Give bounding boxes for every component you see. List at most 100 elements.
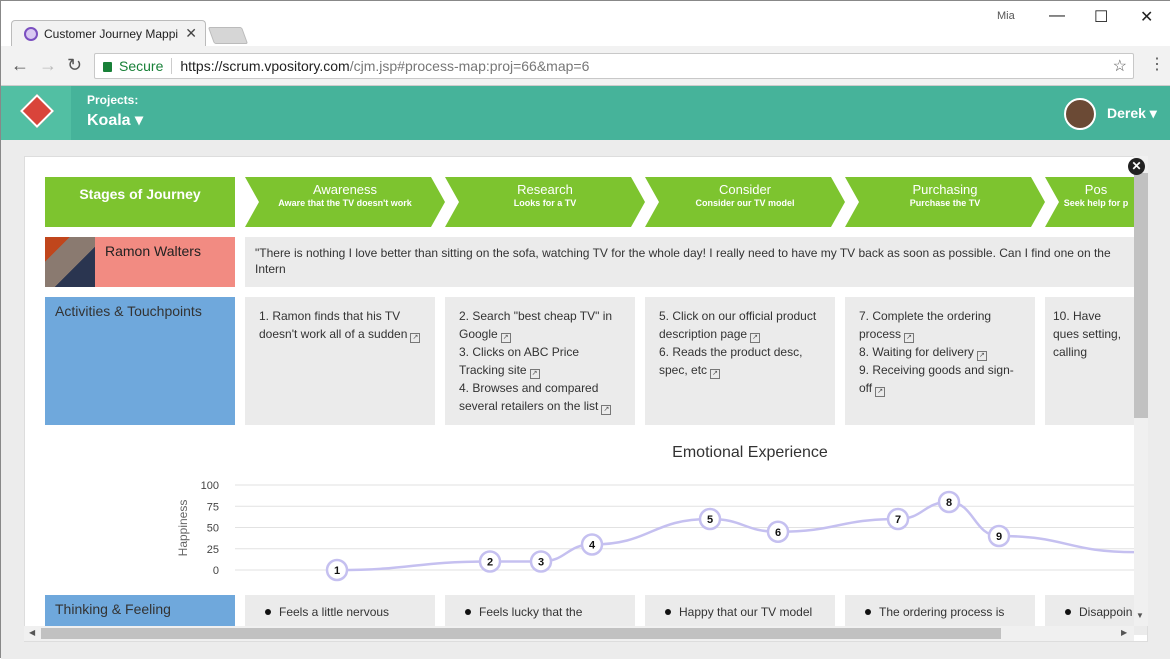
activity-item[interactable]: 6. Reads the product desc, spec, etc↗ (659, 345, 803, 379)
stage-name: Research (517, 182, 573, 197)
reload-icon[interactable]: ↻ (67, 55, 83, 75)
y-tick-label: 50 (207, 523, 219, 535)
emotion-point[interactable] (580, 533, 604, 556)
y-axis-label: Happiness (176, 500, 190, 557)
bullet-icon (1065, 609, 1071, 615)
point-label: 9 (996, 531, 1002, 543)
logo-icon (20, 94, 54, 128)
point-label: 5 (707, 514, 713, 526)
scroll-down-icon[interactable]: ▼ (1136, 611, 1144, 620)
activity-item[interactable]: 3. Clicks on ABC Price Tracking site↗ (459, 345, 580, 379)
stage-name: Consider (718, 182, 772, 197)
touchpoint-icon[interactable]: ↗ (529, 369, 540, 379)
touchpoint-icon[interactable]: ↗ (875, 387, 886, 397)
persona-name: Ramon Walters (95, 237, 235, 287)
minimize-icon[interactable]: — (1049, 7, 1065, 24)
touchpoint-icon[interactable]: ↗ (710, 369, 721, 379)
touchpoint-icon[interactable]: ↗ (976, 351, 987, 361)
touchpoint-icon[interactable]: ↗ (500, 333, 511, 343)
maximize-icon[interactable]: ☐ (1094, 9, 1109, 26)
bullet-icon (865, 609, 871, 615)
close-panel-icon[interactable]: ✕ (1128, 158, 1145, 175)
emotion-point[interactable] (698, 507, 722, 531)
emotion-line (336, 500, 1136, 572)
bullet-icon (465, 609, 471, 615)
url-host: https://scrum.vpository.com (180, 58, 350, 74)
activity-item[interactable]: 8. Waiting for delivery↗ (859, 343, 1021, 361)
emotion-chart: Emotional ExperienceHappiness02550751001… (176, 444, 1136, 582)
emotion-point[interactable] (529, 550, 553, 573)
activity-item[interactable]: 9. Receiving goods and sign-off↗ (859, 363, 1014, 397)
stages-label: Stages of Journey (45, 177, 235, 227)
stage-name: Awareness (312, 182, 378, 197)
point-label: 1 (334, 565, 340, 577)
user-menu[interactable]: Derek ▾ (1107, 105, 1157, 121)
emotion-point[interactable] (766, 520, 790, 543)
app-header: Projects: Koala ▾ Derek ▾ (1, 86, 1170, 140)
activities-label: Activities & Touchpoints (45, 297, 235, 425)
window-titlebar: Customer Journey Mappi ✕ Mia — ☐ ✕ (1, 1, 1170, 47)
emotion-point[interactable] (886, 507, 910, 531)
stage-desc: Looks for a TV (513, 198, 577, 208)
point-label: 2 (487, 557, 493, 569)
address-bar[interactable]: Secure https://scrum.vpository.com/cjm.js… (94, 53, 1134, 79)
stage-name: Purchasing (912, 182, 978, 197)
bookmark-star-icon[interactable]: ☆ (1112, 58, 1127, 75)
scroll-right-icon[interactable]: ▶ (1121, 628, 1128, 637)
new-tab-button[interactable] (207, 27, 249, 44)
activity-item[interactable]: 2. Search "best cheap TV" in Google↗ (459, 309, 613, 343)
browser-user[interactable]: Mia (997, 10, 1015, 22)
activity-item[interactable]: 4. Browses and compared several retailer… (459, 379, 621, 415)
activity-item[interactable]: 5. Click on our official product descrip… (659, 309, 817, 343)
logo-area[interactable] (1, 86, 71, 140)
horizontal-scroll-thumb[interactable] (41, 628, 1001, 639)
forward-icon[interactable]: → (39, 55, 57, 75)
point-label: 7 (895, 514, 901, 526)
stage-desc: Aware that the TV doesn't work (278, 198, 412, 208)
touchpoint-icon[interactable]: ↗ (750, 333, 761, 343)
lock-icon (103, 62, 112, 72)
touchpoint-icon[interactable]: ↗ (601, 405, 612, 415)
activity-card: 2. Search "best cheap TV" in Google↗3. C… (445, 297, 635, 425)
activity-card: 10. Have ques setting, calling (1045, 297, 1135, 425)
activity-card: 7. Complete the ordering process↗8. Wait… (845, 297, 1035, 425)
point-label: 6 (775, 527, 781, 539)
secure-label: Secure (119, 58, 164, 74)
activity-item[interactable]: 10. Have ques setting, calling (1053, 309, 1122, 359)
stage-desc: Purchase the TV (909, 198, 981, 208)
browser-tab[interactable]: Customer Journey Mappi ✕ (11, 20, 206, 47)
tab-title: Customer Journey Mappi (44, 27, 179, 41)
emotion-point[interactable] (987, 524, 1011, 548)
touchpoint-icon[interactable]: ↗ (904, 333, 915, 343)
touchpoint-icon[interactable]: ↗ (410, 333, 421, 343)
vertical-scroll-thumb[interactable] (1134, 173, 1148, 418)
y-tick-label: 75 (207, 501, 219, 513)
stage-desc: Seek help for p (1063, 198, 1129, 208)
close-tab-icon[interactable]: ✕ (185, 25, 197, 41)
persona-photo (45, 237, 95, 287)
y-tick-label: 0 (213, 565, 219, 577)
activity-item[interactable]: 1. Ramon finds that his TV doesn't work … (259, 307, 421, 343)
back-icon[interactable]: ← (11, 55, 29, 75)
persona-quote: "There is nothing I love better than sit… (245, 237, 1135, 287)
close-window-icon[interactable]: ✕ (1140, 9, 1154, 26)
y-tick-label: 25 (207, 544, 219, 556)
menu-icon[interactable]: ⋮ (1149, 56, 1165, 73)
project-dropdown[interactable]: Koala ▾ (87, 112, 144, 129)
emotion-point[interactable] (937, 490, 961, 514)
scroll-left-icon[interactable]: ◀ (29, 628, 36, 637)
y-tick-label: 100 (201, 480, 219, 492)
emotion-point[interactable] (478, 550, 502, 573)
stage-desc: Consider our TV model (695, 198, 795, 208)
emotion-point[interactable] (325, 558, 349, 582)
activity-card: 5. Click on our official product descrip… (645, 297, 835, 425)
avatar[interactable] (1064, 98, 1096, 130)
activity-item[interactable]: 7. Complete the ordering process↗ (859, 309, 992, 343)
url-path: /cjm.jsp#process-map:proj=66&map=6 (349, 58, 590, 74)
